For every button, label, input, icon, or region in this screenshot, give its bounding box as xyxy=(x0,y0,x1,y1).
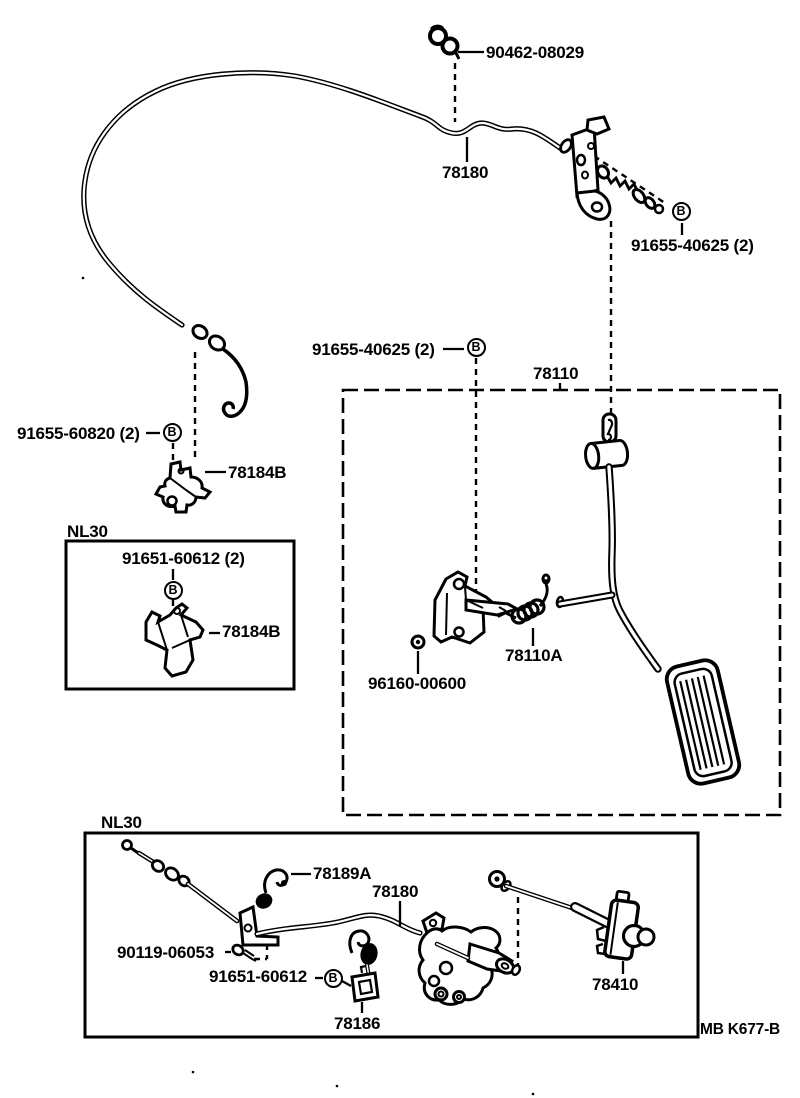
nl30-lower-box xyxy=(83,831,700,1039)
label-pedal-spring: 78110A xyxy=(505,646,563,665)
label-nl30-upper: NL30 xyxy=(67,522,108,541)
nl30-upper-box xyxy=(64,539,296,691)
clip-78186-drawing xyxy=(348,929,380,1003)
upper-bracket-drawing xyxy=(559,115,665,221)
callout-b-upper-left: B xyxy=(162,422,182,442)
lower-cable-drawing xyxy=(254,912,423,937)
pedal-dashed-box xyxy=(341,388,782,817)
callout-b-nl30-box: B xyxy=(163,580,183,600)
label-cable-clamp: 90462-08029 xyxy=(486,43,585,62)
callout-b-upper-right: B xyxy=(671,201,691,221)
dashed-reference-lines xyxy=(171,63,666,966)
pedal-pad xyxy=(664,658,742,786)
label-grommet: 96160-00600 xyxy=(368,674,467,693)
lower-bracket-and-hook-drawing xyxy=(231,868,289,962)
label-bolt-lower-left: 90119-06053 xyxy=(117,943,215,962)
label-nut-upper-right: 91655-40625 (2) xyxy=(631,236,754,255)
bracket-78184b-upper-drawing xyxy=(153,460,213,514)
callout-b-lower: B xyxy=(323,968,343,988)
upper-cable-drawing xyxy=(81,70,566,418)
label-accel-cable-lower: 78180 xyxy=(372,882,419,901)
label-pedal-assembly: 78110 xyxy=(533,364,579,383)
dashpot-drawing xyxy=(488,870,656,961)
cable-clamp-drawing xyxy=(428,24,461,60)
lower-left-cable-drawing xyxy=(121,839,240,924)
bracket-78184b-nl30-drawing xyxy=(144,602,205,678)
label-pedal-bracket-nl30: 78184B xyxy=(222,622,281,641)
label-cable-hook: 78189A xyxy=(313,864,372,883)
label-diagram-code: MB K677-B xyxy=(700,1021,781,1038)
pedal-bracket-drawing xyxy=(410,570,551,650)
label-bolt-lower-middle: 91651-60612 xyxy=(209,967,308,986)
page-specks xyxy=(81,276,535,1096)
lever-assembly-drawing xyxy=(417,911,522,1006)
leader-lines xyxy=(146,50,684,1013)
label-nut-upper-left: 91655-60820 (2) xyxy=(17,424,140,443)
pedal-assembly-drawing xyxy=(555,412,742,786)
label-pedal-bracket-upper: 78184B xyxy=(228,463,287,482)
label-bolt-nl30-box: 91651-60612 (2) xyxy=(122,549,245,568)
label-accel-cable-upper: 78180 xyxy=(442,163,489,182)
label-cable-clip-lower: 78186 xyxy=(334,1014,381,1033)
label-dashpot: 78410 xyxy=(592,975,639,994)
label-nl30-lower: NL30 xyxy=(101,813,142,832)
label-nut-middle: 91655-40625 (2) xyxy=(312,340,435,359)
callout-b-middle: B xyxy=(466,337,486,357)
